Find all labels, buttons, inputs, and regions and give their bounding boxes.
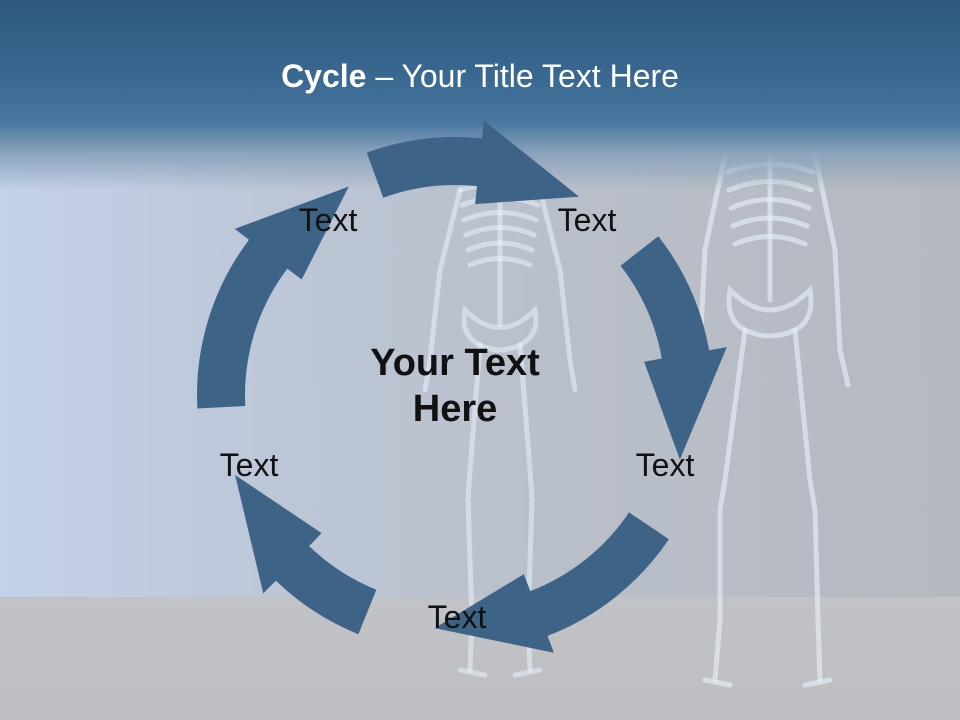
cycle-node-top-left: Text [298, 202, 358, 238]
center-text: Your Text Here [370, 342, 540, 430]
cycle-arrow-4 [235, 475, 377, 635]
cycle-arrow-3 [434, 512, 669, 653]
cycle-node-top-right: Text [557, 202, 617, 238]
cycle-node-bottom: Text [427, 599, 487, 635]
cycle-arrow-2 [620, 236, 727, 460]
title-bold: Cycle [281, 58, 367, 94]
slide-title: Cycle – Your Title Text Here [0, 52, 960, 100]
title-rest: – Your Title Text Here [366, 58, 679, 94]
cycle-node-right: Text [635, 447, 695, 483]
cycle-node-left: Text [219, 447, 279, 483]
cycle-arrow-5 [197, 186, 349, 409]
cycle-arrow-1 [366, 120, 579, 205]
